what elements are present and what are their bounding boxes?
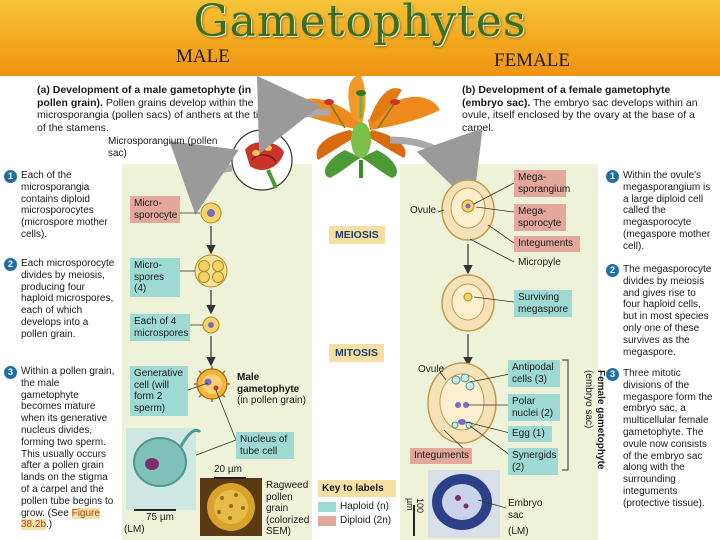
key-diploid: Diploid (2n) <box>318 515 396 526</box>
male-step-3: 3 Within a pollen grain, the male gameto… <box>4 366 119 531</box>
pollen-micrograph-lm <box>126 428 202 511</box>
synergids-label: Synergids (2) <box>508 448 558 475</box>
female-step-2-text: The megasporocyte divides by meiosis and… <box>623 264 712 358</box>
each-of-4-microspores-label: Each of 4 microspores <box>130 314 190 341</box>
lm-label-right: (LM) <box>508 526 529 537</box>
diploid-swatch <box>318 515 336 526</box>
panel-a-heading-bold: (a) Development of a male gametophyte (i… <box>37 84 252 109</box>
panel-b-heading-bold: (b) Development of a female gametophyte … <box>462 84 671 109</box>
egg-label: Egg (1) <box>508 426 552 442</box>
meiosis-label: MEIOSIS <box>329 226 385 244</box>
arrow-to-male-column <box>169 141 239 215</box>
microsporangium-label: Microsporangium (pollen sac) <box>108 136 218 159</box>
key-title: Key to labels <box>318 480 396 497</box>
male-step-1-number: 1 <box>4 170 17 183</box>
megasporangium-label: Mega-sporangium <box>514 170 570 197</box>
haploid-swatch <box>318 501 336 512</box>
female-gametophyte-label: Female gametophyte (embryo sac) <box>578 370 618 490</box>
male-step-2: 2 Each microsporocyte divides by meiosis… <box>4 258 119 341</box>
female-step-3-number: 3 <box>606 368 619 381</box>
ovule-top <box>441 179 495 241</box>
male-gametophyte-title: Male gametophyte <box>237 372 300 395</box>
female-step-1-text: Within the ovule's megasporangium is a l… <box>623 170 711 252</box>
surviving-megaspore-label: Surviving megaspore <box>514 290 572 317</box>
female-step-2: 2 The megasporocyte divides by meiosis a… <box>606 264 718 358</box>
integuments-label-bottom: Integuments <box>410 448 472 464</box>
scale-100um: 100 µm <box>405 498 425 514</box>
megasporocyte-label: Mega-sporocyte <box>514 204 566 231</box>
ovule-middle <box>441 274 495 332</box>
panel-a-heading-text: Pollen grains develop within the microsp… <box>37 96 270 134</box>
female-step-3-text: Three mitotic divisions of the megaspore… <box>623 368 713 509</box>
nucleus-tube-cell-label: Nucleus of tube cell <box>236 432 294 459</box>
key-haploid-text: Haploid (n) <box>340 501 389 512</box>
panel-a-heading: (a) Development of a male gametophyte (i… <box>37 84 277 134</box>
embryo-sac-label: Embryo sac <box>508 498 543 521</box>
embryo-sac-micrograph-lm <box>413 470 500 538</box>
male-gametophyte-sub: (in pollen grain) <box>237 395 306 406</box>
key-diploid-text: Diploid (2n) <box>340 515 392 526</box>
arrow-to-anther <box>257 75 331 155</box>
flower-illustration <box>290 74 440 178</box>
male-step-1-text: Each of the microsporangia contains dipl… <box>21 170 108 240</box>
scale-20um: 20 µm <box>214 464 242 475</box>
female-step-1-number: 1 <box>606 170 619 183</box>
female-gametophyte-rotated: Female gametophyte (embryo sac) <box>582 370 606 490</box>
integuments-label-top: Integuments <box>514 236 580 252</box>
female-step-1: 1 Within the ovule's megasporangium is a… <box>606 170 718 253</box>
female-gametophyte-title: Female gametophyte <box>595 370 606 470</box>
mitosis-label: MITOSIS <box>329 344 384 362</box>
pollen-grain <box>194 366 230 402</box>
female-step-2-number: 2 <box>606 264 619 277</box>
generative-cell-label: Generative cell (will form 2 sperm) <box>130 366 188 416</box>
ovule-label-top: Ovule <box>410 205 437 216</box>
polar-nuclei-label: Polar nuclei (2) <box>508 394 560 421</box>
title-banner <box>0 0 720 76</box>
panel-b-heading-text: The embryo sac develops within an ovule,… <box>462 96 698 134</box>
microsporocyte-label: Micro-sporocyte <box>130 196 180 223</box>
ovule-bottom-embryo-sac <box>427 362 497 444</box>
male-gametophyte-label: Male gametophyte (in pollen grain) <box>237 372 317 407</box>
scale-75um: 75 µm <box>146 512 174 523</box>
page-title: Gametophytes <box>193 0 527 47</box>
female-label: FEMALE <box>494 50 570 71</box>
anther-closeup <box>231 129 293 191</box>
male-step-3-end: .) <box>46 519 53 531</box>
female-step-3: 3 Three mitotic divisions of the megaspo… <box>606 368 718 510</box>
key-to-labels: Key to labels Haploid (n) Diploid (2n) <box>318 480 396 538</box>
male-step-1: 1 Each of the microsporangia contains di… <box>4 170 119 241</box>
micropyle-label: Micropyle <box>518 257 561 268</box>
lm-label-left: (LM) <box>124 524 145 535</box>
microspores-label: Micro-spores (4) <box>130 258 180 297</box>
panel-b-heading: (b) Development of a female gametophyte … <box>462 84 702 134</box>
ovule-label-bottom: Ovule <box>418 364 445 375</box>
arrow-to-female-column <box>389 128 483 206</box>
male-step-3-number: 3 <box>4 366 17 379</box>
male-label: MALE <box>176 46 230 67</box>
male-step-2-text: Each microsporocyte divides by meiosis, … <box>21 258 115 340</box>
male-step-2-number: 2 <box>4 258 17 271</box>
male-step-3-body: Within a pollen grain, the male gametoph… <box>21 366 115 519</box>
ragweed-label: Ragweed pollen grain (colorized SEM) <box>266 480 310 537</box>
female-gametophyte-sub: (embryo sac) <box>583 370 594 429</box>
ragweed-sem-image <box>200 477 262 536</box>
antipodal-cells-label: Antipodal cells (3) <box>508 360 560 387</box>
male-step-3-text: Within a pollen grain, the male gametoph… <box>21 366 117 531</box>
key-haploid: Haploid (n) <box>318 501 396 512</box>
